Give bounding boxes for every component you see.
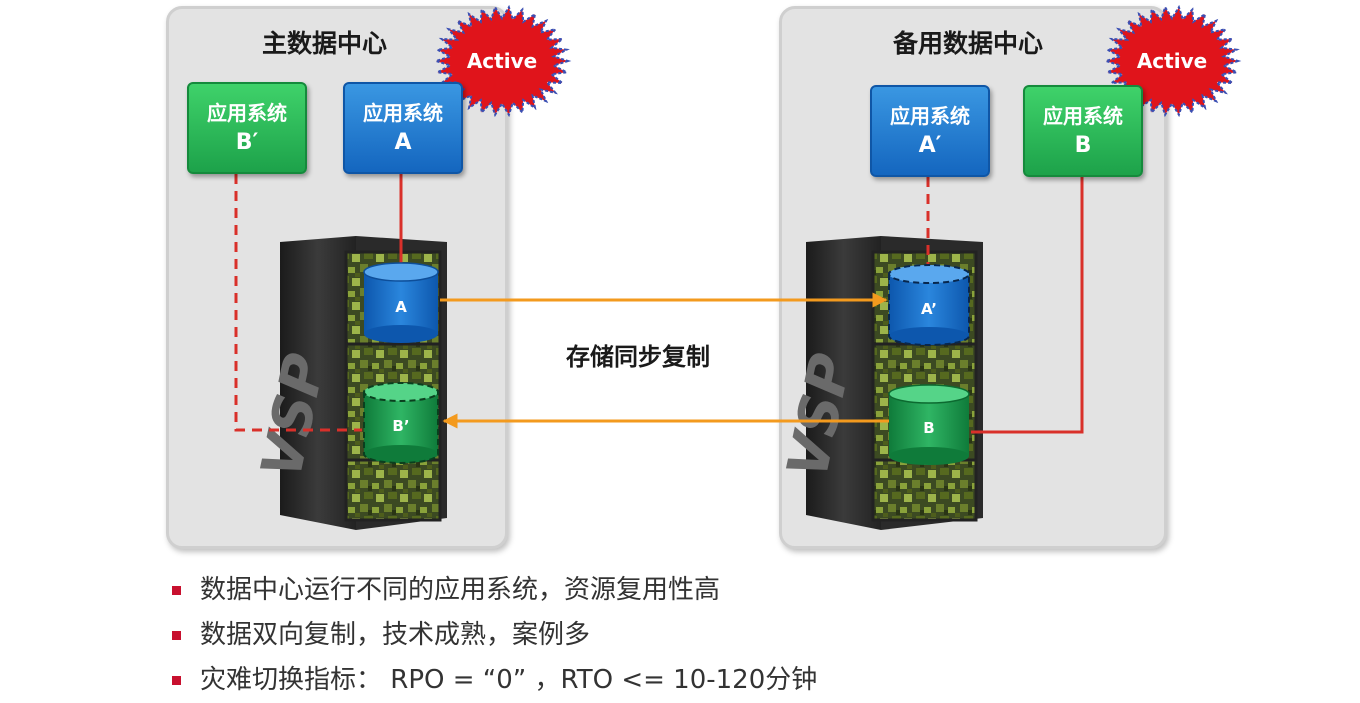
list-item: 灾难切换指标： RPO = “0” ，RTO <= 10-120分钟	[172, 658, 817, 703]
list-item: 数据双向复制，技术成熟，案例多	[172, 613, 817, 658]
app-system-id: A	[394, 130, 412, 155]
volume-bprime-label: B’	[392, 417, 409, 435]
active-badge-left-text: Active	[467, 49, 537, 73]
bullet-square-icon	[172, 586, 181, 595]
feature-bullet-list: 数据中心运行不同的应用系统，资源复用性高 数据双向复制，技术成熟，案例多 灾难切…	[172, 568, 817, 703]
app-system-id: B′	[235, 130, 259, 155]
volume-bprime-replica: B’	[362, 382, 439, 464]
volume-a-primary: A	[363, 262, 439, 343]
app-system-id: B	[1074, 133, 1092, 158]
primary-datacenter-title: 主数据中心	[262, 29, 388, 58]
replication-label: 存储同步复制	[566, 343, 710, 371]
list-item: 数据中心运行不同的应用系统，资源复用性高	[172, 568, 817, 613]
active-badge-left: Active	[432, 4, 572, 118]
bullet-text: 数据中心运行不同的应用系统，资源复用性高	[200, 575, 721, 605]
volume-aprime-label: A’	[921, 300, 937, 318]
app-system-bprime-box: 应用系统 B′	[187, 82, 307, 174]
backup-datacenter-title: 备用数据中心	[893, 29, 1044, 58]
app-system-a-box: 应用系统 A	[343, 82, 463, 174]
link-app-bprime-to-volume-bprime	[234, 174, 362, 432]
app-system-label: 应用系统	[363, 101, 443, 125]
volume-b-label: B	[923, 419, 934, 437]
app-system-aprime-box: 应用系统 A′	[870, 85, 990, 177]
app-system-label: 应用系统	[1043, 104, 1123, 128]
active-badge-right-text: Active	[1137, 49, 1207, 73]
volume-b-primary: B	[888, 384, 970, 465]
app-system-label: 应用系统	[890, 104, 970, 128]
volume-a-label: A	[395, 298, 407, 316]
bullet-text: 灾难切换指标： RPO = “0” ，RTO <= 10-120分钟	[200, 665, 818, 695]
bullet-square-icon	[172, 676, 181, 685]
app-system-b-box: 应用系统 B	[1023, 85, 1143, 177]
app-system-id: A′	[918, 133, 942, 158]
link-app-b-to-volume-b	[971, 177, 1084, 434]
bullet-text: 数据双向复制，技术成熟，案例多	[200, 620, 591, 650]
volume-aprime-replica: A’	[887, 264, 970, 346]
bullet-square-icon	[172, 631, 181, 640]
app-system-label: 应用系统	[207, 101, 287, 125]
